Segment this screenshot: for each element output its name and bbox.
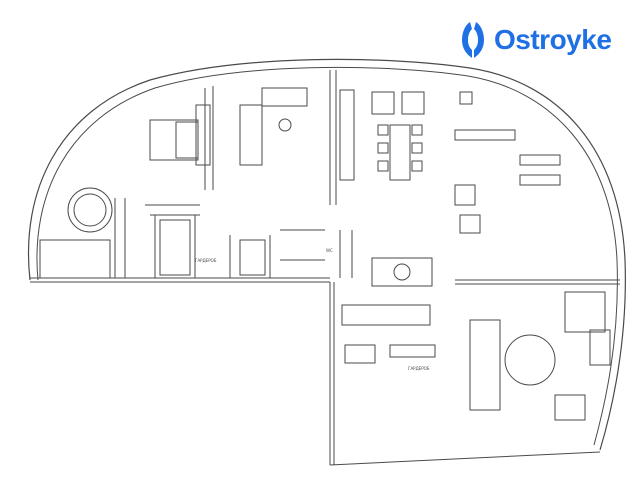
- round-bed: [504, 334, 556, 386]
- kitchen-island: [371, 257, 433, 287]
- kitchen-counter: [341, 304, 431, 326]
- dining-table: [389, 124, 411, 181]
- outer-facade-wall: [27, 58, 626, 451]
- inner-facade-wall: [36, 66, 618, 446]
- room-label-wc: WC: [326, 248, 333, 253]
- brand-name: Ostroyke: [494, 24, 612, 55]
- ostroyke-logo-icon: [462, 22, 484, 58]
- lower-wing-bottom-wall: [329, 451, 601, 466]
- bed: [149, 119, 199, 161]
- sofa: [239, 104, 263, 166]
- bathtub-round: [67, 187, 113, 233]
- room-label-wardrobe-right: ГАРДЕРОБ: [408, 366, 430, 371]
- kitchen-island-tall: [339, 89, 355, 181]
- room-label-wardrobe-left: ГАРДЕРОБ: [195, 258, 217, 263]
- ostroyke-logo: Ostroyke: [460, 18, 612, 62]
